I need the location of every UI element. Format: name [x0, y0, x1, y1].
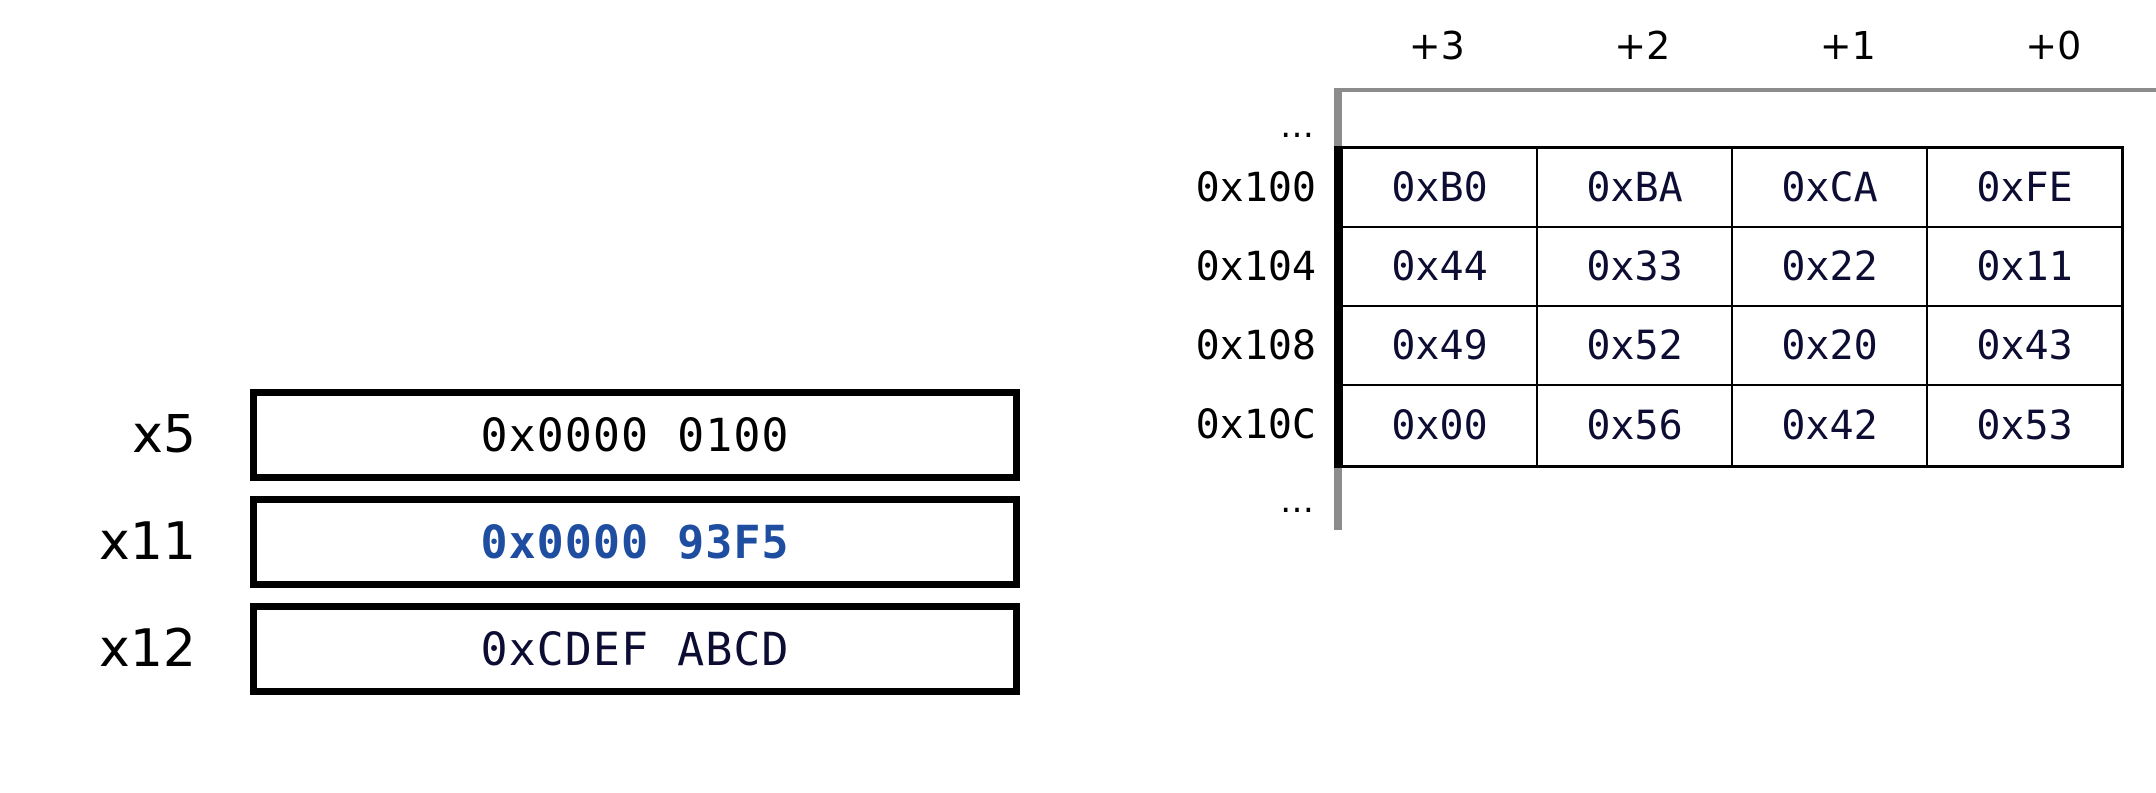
memory-cell[interactable]: 0x00 — [1343, 386, 1538, 465]
memory-cell[interactable]: 0xCA — [1733, 149, 1928, 226]
table-row: 0x00 0x56 0x42 0x53 — [1343, 386, 2121, 465]
memory-cell[interactable]: 0x11 — [1976, 243, 2073, 290]
register-label-x12: x12 — [99, 619, 196, 679]
register-row: x12 0xCDEF ABCD — [0, 597, 1080, 701]
memory-cell[interactable]: 0xBA — [1538, 149, 1733, 226]
memory-cell[interactable]: 0x56 — [1538, 386, 1733, 465]
memory-ellipsis-bottom: … — [1280, 481, 1316, 521]
memory-address-label: 0x10C — [1195, 402, 1316, 448]
memory-address-label: 0x108 — [1195, 323, 1316, 369]
memory-continuation-above — [1334, 88, 2156, 146]
memory-column-header-row: +3 +2 +1 +0 — [1334, 18, 2156, 74]
memory-address-label: 0x100 — [1195, 165, 1316, 211]
register-label-x5: x5 — [132, 405, 196, 465]
memory-cell[interactable]: 0x44 — [1343, 228, 1538, 305]
memory-cell[interactable]: 0xB0 — [1343, 149, 1538, 226]
register-box-x5[interactable]: 0x0000 0100 — [250, 389, 1020, 481]
memory-cell[interactable]: 0x52 — [1538, 307, 1733, 384]
memory-cell[interactable]: 0x43 — [1976, 322, 2073, 369]
memory-cell[interactable]: 0x42 — [1733, 386, 1928, 465]
register-file-panel: x5 0x0000 0100 x11 0x0000 93F5 x12 0xCDE… — [0, 383, 1080, 701]
memory-grid: 0xB0 0xBA 0xCA 0xFE 0x44 0x33 0x22 0x11 … — [1334, 146, 2124, 468]
memory-column-header-plus2: +2 — [1614, 24, 1671, 68]
memory-cell[interactable]: 0x22 — [1733, 228, 1928, 305]
memory-column-header-plus3: +3 — [1408, 24, 1465, 68]
register-row: x11 0x0000 93F5 — [0, 490, 1080, 594]
memory-continuation-below — [1334, 468, 2156, 530]
memory-column-header-plus1: +1 — [1819, 24, 1876, 68]
register-box-x11[interactable]: 0x0000 93F5 — [250, 496, 1020, 588]
table-row: 0xB0 0xBA 0xCA 0xFE — [1343, 149, 2121, 228]
register-value-x5: 0x0000 0100 — [480, 408, 790, 462]
memory-cell[interactable]: 0x20 — [1733, 307, 1928, 384]
register-box-x12[interactable]: 0xCDEF ABCD — [250, 603, 1020, 695]
memory-address-label: 0x104 — [1195, 244, 1316, 290]
register-label-x11: x11 — [99, 512, 196, 572]
register-value-x12: 0xCDEF ABCD — [480, 622, 790, 676]
register-row: x5 0x0000 0100 — [0, 383, 1080, 487]
memory-cell[interactable]: 0x33 — [1538, 228, 1733, 305]
memory-ellipsis-top: … — [1280, 106, 1316, 146]
memory-cell[interactable]: 0x49 — [1343, 307, 1538, 384]
table-row: 0x49 0x52 0x20 0x43 — [1343, 307, 2121, 386]
table-row: 0x44 0x33 0x22 0x11 — [1343, 228, 2121, 307]
register-value-x11: 0x0000 93F5 — [480, 515, 790, 569]
memory-table-panel: +3 +2 +1 +0 … 0xB0 0xBA 0xCA 0xFE 0x44 0… — [1080, 0, 2156, 793]
memory-column-header-plus0: +0 — [2025, 24, 2082, 68]
memory-cell[interactable]: 0xFE — [1976, 164, 2073, 211]
memory-cell[interactable]: 0x53 — [1976, 402, 2073, 449]
